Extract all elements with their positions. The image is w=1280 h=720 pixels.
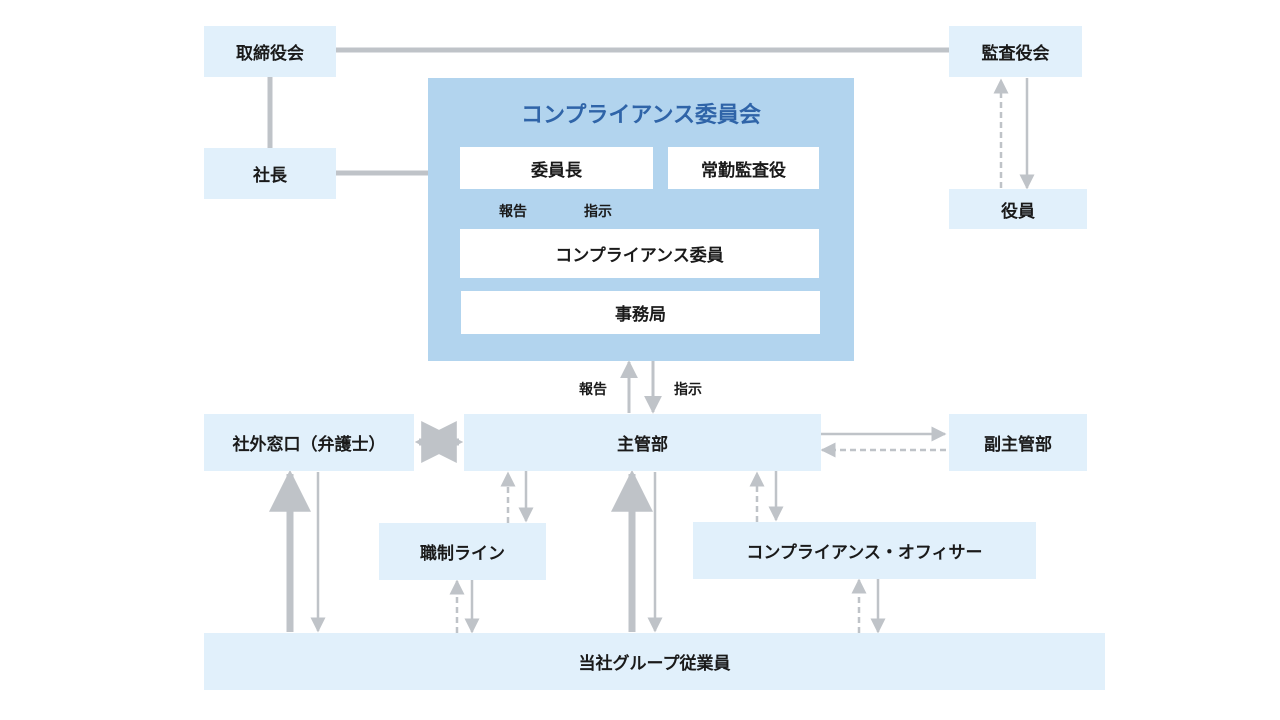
line-management-box: 職制ライン [379,523,546,580]
main-department-box: 主管部 [464,414,821,471]
auditor-box: 常勤監査役 [668,147,819,189]
board-of-directors-box: 取締役会 [204,26,336,77]
sub-department-box: 副主管部 [949,414,1087,471]
committee-title: コンプライアンス委員会 [520,103,762,128]
compliance-officer-box: コンプライアンス・オフィサー [693,522,1036,579]
external-window-box: 社外窓口（弁護士） [204,414,414,471]
flow-report-label: 報告 [579,382,607,398]
audit-board-box: 監査役会 [949,26,1082,77]
officers-box: 役員 [949,189,1087,229]
flow-instruct-label: 指示 [674,382,702,398]
committee-instruct-label: 指示 [584,204,612,220]
group-employees-box: 当社グループ従業員 [204,633,1105,690]
secretariat-box: 事務局 [461,291,820,334]
committee-report-label: 報告 [499,204,527,220]
president-box: 社長 [204,148,336,199]
chair-box: 委員長 [460,147,653,189]
committee-members-box: コンプライアンス委員 [460,229,819,278]
